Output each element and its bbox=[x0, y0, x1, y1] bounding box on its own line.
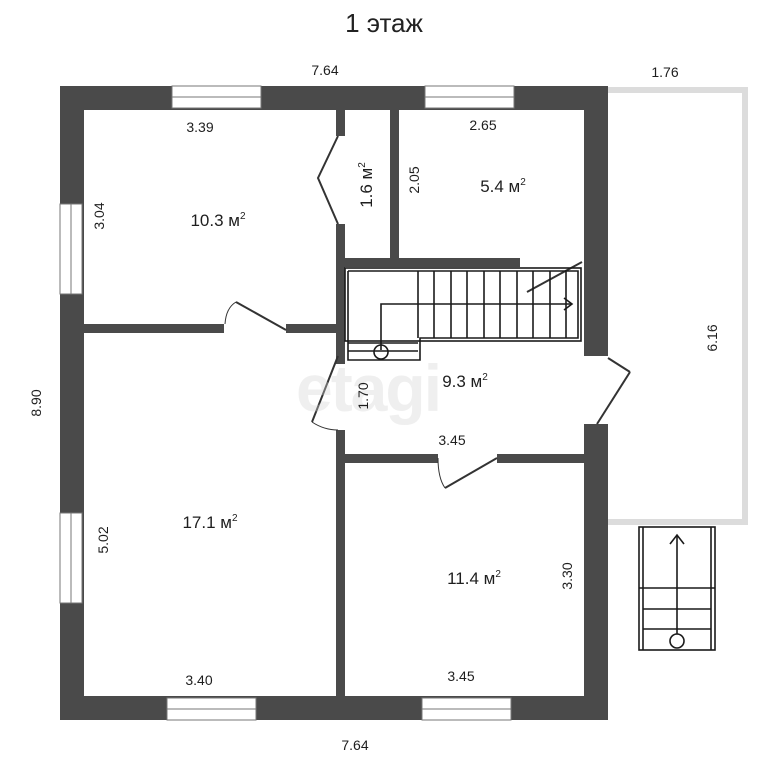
dim-room1-width: 3.39 bbox=[186, 119, 214, 135]
floor-title: 1 этаж bbox=[345, 8, 423, 38]
dim-hall-height: 1.70 bbox=[355, 382, 371, 410]
area-hall: 9.3 м2 bbox=[442, 372, 488, 391]
dim-terrace-length: 6.16 bbox=[704, 324, 720, 352]
dim-bottom-width: 7.64 bbox=[341, 737, 369, 753]
area-room6: 11.4 м2 bbox=[447, 569, 501, 588]
doors bbox=[224, 135, 631, 489]
exterior-stairs bbox=[638, 526, 716, 651]
dim-room5-height: 5.02 bbox=[95, 526, 111, 554]
area-room1: 10.3 м2 bbox=[190, 211, 246, 230]
dim-hall-width: 3.45 bbox=[438, 432, 466, 448]
dim-top-width: 7.64 bbox=[311, 62, 339, 78]
area-room5: 17.1 м2 bbox=[182, 513, 238, 532]
watermark: etagi bbox=[296, 351, 442, 425]
dim-left-height: 8.90 bbox=[28, 389, 44, 417]
dim-terrace-width: 1.76 bbox=[651, 64, 679, 80]
dim-room3-width: 2.65 bbox=[469, 117, 497, 133]
windows bbox=[59, 85, 515, 721]
dim-room6-width: 3.45 bbox=[447, 668, 475, 684]
area-closet: 1.6 м2 bbox=[357, 162, 376, 208]
dim-room5-width: 3.40 bbox=[185, 672, 213, 688]
dim-room3-height: 2.05 bbox=[406, 166, 422, 194]
walls bbox=[60, 86, 608, 720]
area-room3: 5.4 м2 bbox=[480, 177, 526, 196]
dim-room6-height: 3.30 bbox=[559, 562, 575, 590]
interior-stairs bbox=[344, 267, 582, 361]
dim-room1-height: 3.04 bbox=[91, 202, 107, 230]
terrace bbox=[608, 87, 748, 525]
